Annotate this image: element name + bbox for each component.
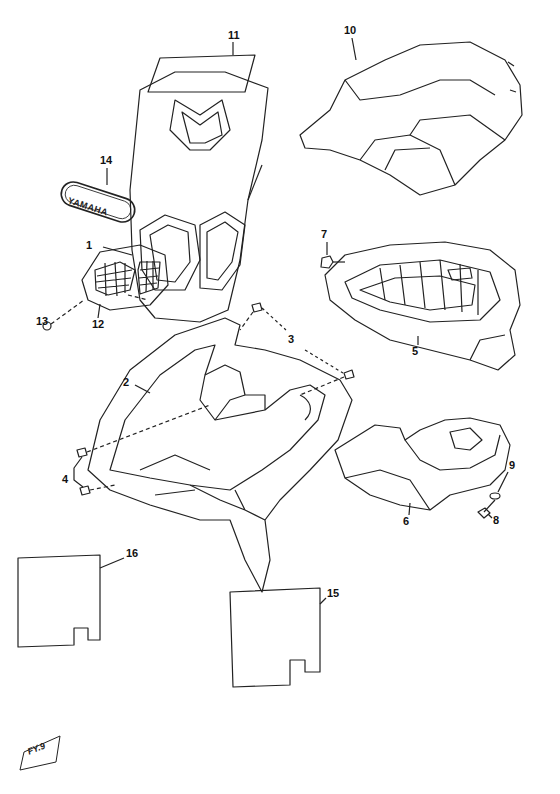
stamp-text: FY.9 [26, 742, 46, 757]
grille [82, 245, 168, 310]
leader-line [417, 336, 418, 345]
leader-line [135, 385, 150, 393]
sheet [230, 588, 320, 687]
leader-line [98, 304, 100, 318]
callout-number: 15 [327, 588, 339, 599]
leader-line [409, 503, 410, 515]
leader-line [232, 42, 233, 55]
front-cover [88, 318, 352, 592]
leader-line [51, 300, 84, 324]
callout-number: 13 [36, 316, 48, 327]
leader-line [100, 558, 124, 568]
callout-number: 8 [493, 515, 499, 526]
leader-line [352, 38, 356, 60]
leader-line [262, 308, 286, 330]
callout-number: 3 [288, 334, 294, 345]
callout-number: 12 [92, 319, 104, 330]
leader-line [305, 350, 343, 373]
leader-line [240, 312, 253, 330]
callout-number: 4 [62, 474, 68, 485]
label-plate [148, 55, 255, 92]
emblem [58, 179, 138, 225]
sheet [18, 555, 100, 647]
leader-line [74, 457, 83, 487]
callout-number: 14 [100, 155, 112, 166]
lower-cover [335, 418, 510, 510]
leader-line [87, 405, 210, 452]
leader-line [128, 295, 148, 300]
leader-line [498, 472, 508, 492]
front-cowl [130, 72, 268, 322]
screw [77, 448, 90, 495]
callout-number: 5 [412, 346, 418, 357]
leader-line [326, 242, 327, 255]
callout-number: 16 [126, 548, 138, 559]
leader-line [90, 485, 115, 490]
emblem-text: YAMAHA [67, 196, 109, 217]
inner-cover [300, 42, 522, 195]
leader-line [320, 598, 326, 604]
leader-line [106, 168, 107, 185]
callout-number: 11 [228, 30, 240, 41]
inner-panel [325, 242, 520, 370]
screw [252, 303, 354, 379]
leader-line [488, 514, 492, 518]
callout-number: 7 [321, 229, 327, 240]
callout-number: 2 [123, 377, 129, 388]
callout-number: 6 [403, 516, 409, 527]
callout-number: 10 [344, 25, 356, 36]
stamp-box [20, 736, 60, 770]
callout-number: 1 [86, 240, 92, 251]
callout-number: 9 [509, 460, 515, 471]
